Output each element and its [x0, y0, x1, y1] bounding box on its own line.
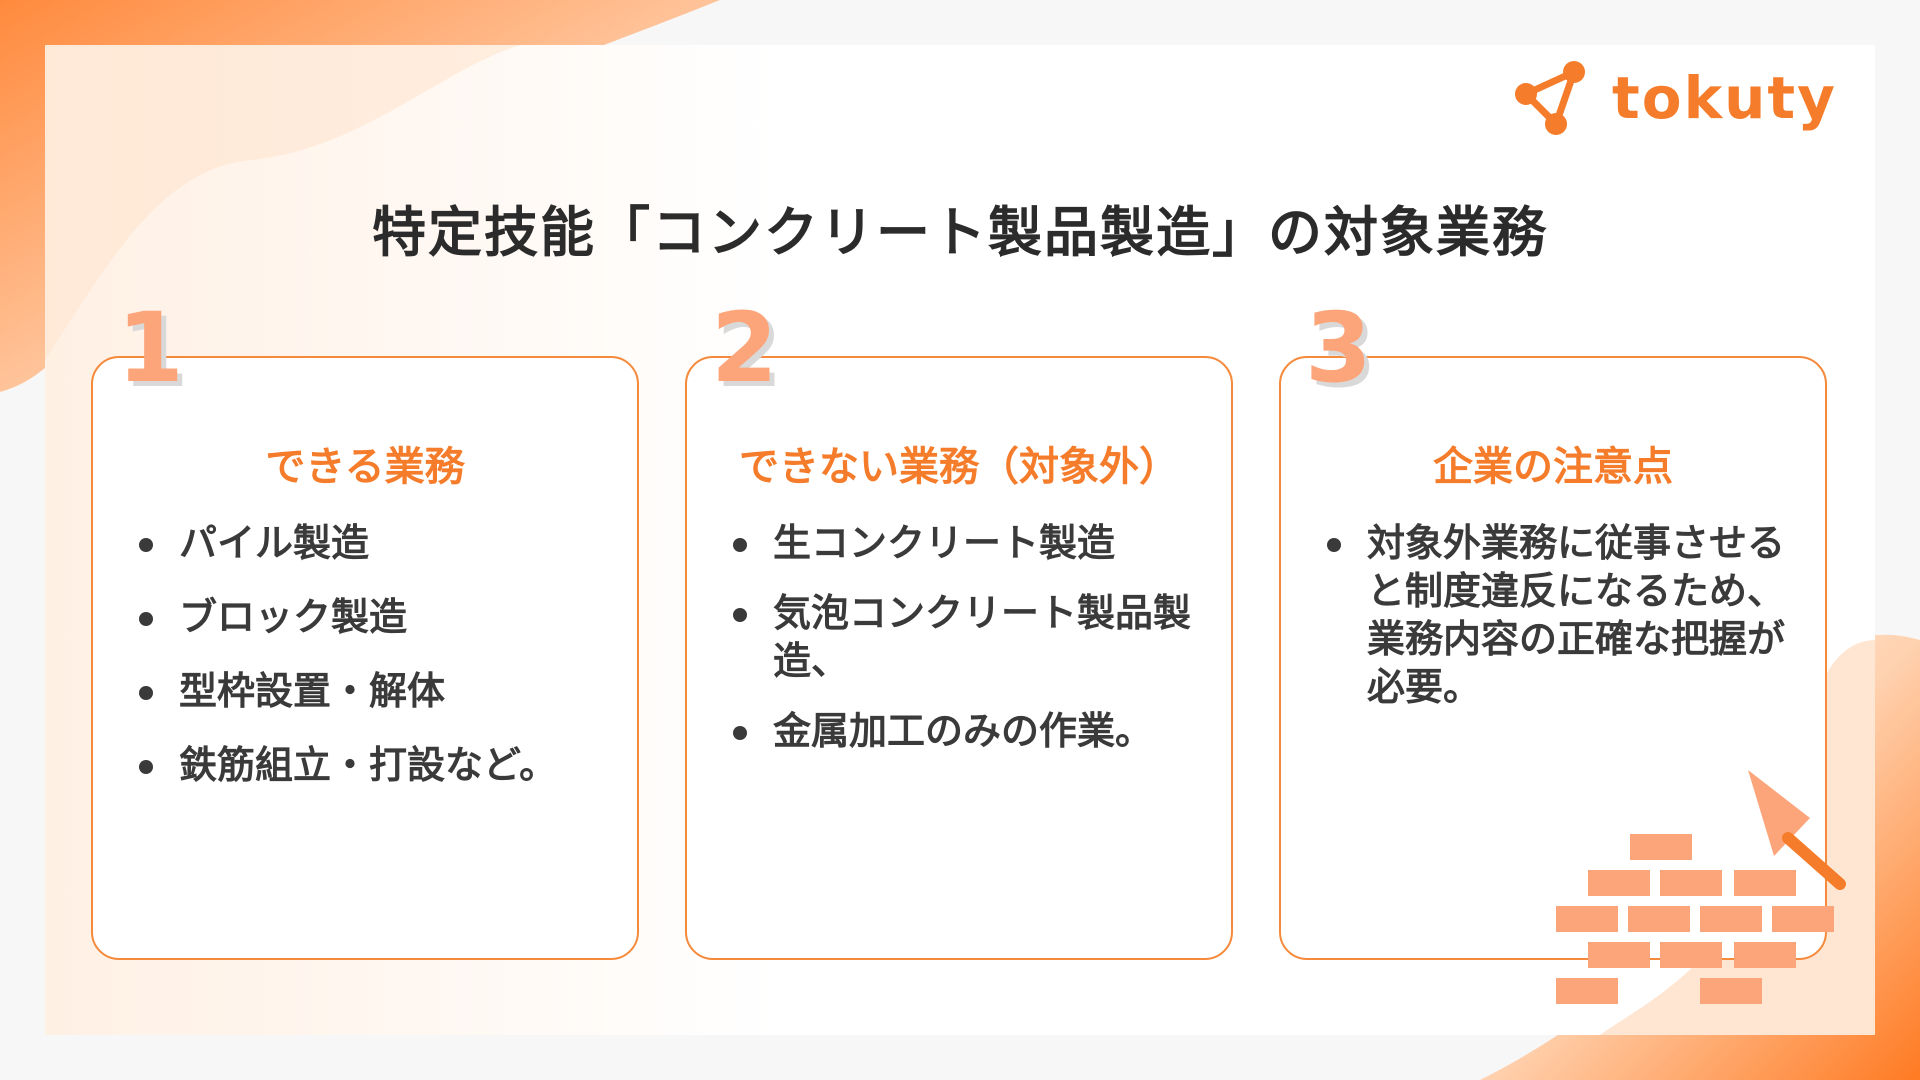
bullet-icon	[1327, 538, 1341, 552]
card-heading: 企業の注意点	[1433, 444, 1673, 490]
bullet-icon	[139, 611, 153, 626]
list-item: 金属加工のみの作業。	[727, 708, 1207, 756]
card-number: 3	[1305, 292, 1372, 404]
bullet-icon	[733, 725, 747, 740]
list-item: 生コンクリート製造	[727, 520, 1207, 568]
card-number: 2	[711, 292, 778, 404]
logo-wordmark: tokuty	[1612, 64, 1837, 132]
network-nodes-icon	[1515, 61, 1585, 135]
bullet-icon	[139, 538, 153, 552]
card-company-notes: 3 企業の注意点 対象外業務に従事させると制度違反になるため、業務内容の正確な把…	[1279, 300, 1827, 960]
list-item: パイル製造	[133, 520, 613, 568]
card-heading: できない業務（対象外）	[739, 444, 1179, 490]
page-title: 特定技能「コンクリート製品製造」の対象業務	[372, 201, 1548, 264]
card-list: パイル製造 ブロック製造 型枠設置・解体 鉄筋組立・打設など。	[133, 520, 613, 816]
list-item: 対象外業務に従事させると制度違反になるため、業務内容の正確な把握が必要。	[1321, 520, 1801, 712]
list-item: 型枠設置・解体	[133, 668, 613, 716]
bullet-icon	[139, 759, 153, 774]
bullet-icon	[733, 607, 747, 622]
list-item: 気泡コンクリート製品製造、	[727, 590, 1207, 686]
brand-logo: tokuty	[1512, 58, 1837, 138]
brick-wall-trowel-icon	[1556, 770, 1846, 1004]
list-item: ブロック製造	[133, 594, 613, 642]
bullet-icon	[139, 685, 153, 700]
card-list: 生コンクリート製造 気泡コンクリート製品製造、 金属加工のみの作業。	[727, 520, 1207, 778]
card-can-do: 1 できる業務 パイル製造 ブロック製造 型枠設置・解体 鉄筋組立・打設など。	[91, 300, 639, 960]
card-number: 1	[117, 292, 184, 404]
card-cannot-do: 2 できない業務（対象外） 生コンクリート製造 気泡コンクリート製品製造、 金属…	[685, 300, 1233, 960]
card-heading: できる業務	[265, 444, 465, 490]
bullet-icon	[733, 538, 747, 552]
card-list: 対象外業務に従事させると制度違反になるため、業務内容の正確な把握が必要。	[1321, 520, 1801, 738]
list-item: 鉄筋組立・打設など。	[133, 742, 613, 790]
